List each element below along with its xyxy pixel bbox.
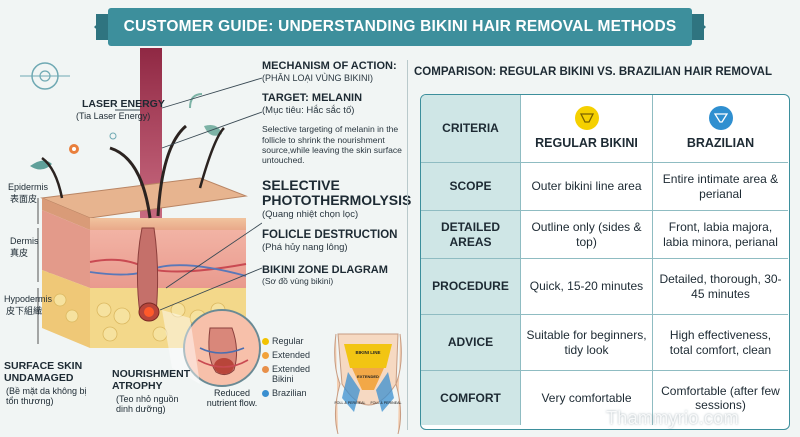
- legend-label: Regular: [272, 336, 304, 346]
- bikini-yellow-icon: [574, 106, 599, 130]
- epidermis-label: Epidermis: [8, 182, 49, 192]
- page-title: CUSTOMER GUIDE: UNDERSTANDING BIKINI HAI…: [94, 8, 706, 46]
- row-criteria: ADVICE: [421, 315, 521, 371]
- legend-dot-icon: [262, 390, 269, 398]
- row-regular-value: Outer bikini line area: [521, 163, 653, 211]
- row-brazilian-value: Entire intimate area & perianal: [653, 163, 788, 211]
- row-criteria: SCOPE: [421, 163, 521, 211]
- follicle-heading: FOLICLE DESTRUCTION: [262, 229, 398, 242]
- legend-dot-icon: [262, 365, 269, 373]
- zone-right-text: FOLL & PERINEAL: [370, 401, 401, 405]
- section-divider: [407, 60, 408, 430]
- nourishment-label: NOURISHMENT ATROPHY: [112, 368, 191, 393]
- row-regular-value: Outline only (sides & top): [521, 211, 653, 259]
- selective-heading: SELECTIVE PHOTOTHERMOLYSIS: [262, 177, 412, 209]
- zone-extended-text: EXTENDED: [357, 374, 379, 379]
- row-criteria: PROCEDURE: [421, 259, 521, 315]
- regular-header-label: REGULAR BIKINI: [535, 136, 638, 150]
- surface-skin-label: SURFACE SKIN UNDAMAGED: [4, 360, 83, 385]
- legend-item: Extended: [262, 350, 338, 361]
- zone-bikini-line-text: BIKINI LINE: [355, 350, 380, 355]
- zone-extended: [352, 368, 384, 390]
- table-header-criteria: CRITERIA: [421, 95, 521, 163]
- zone-brazilian-left: [342, 372, 360, 412]
- bikini-zone-diagram: BIKINI LINE EXTENDED FOLL & PERINEAL FOL…: [262, 328, 407, 435]
- legend-dot-icon: [262, 351, 269, 359]
- row-brazilian-value: Front, labia majora, labia minora, peria…: [653, 211, 788, 259]
- row-brazilian-value: High effectiveness, total comfort, clean: [653, 315, 788, 371]
- mechanism-heading: MECHANISM OF ACTION:: [262, 60, 397, 72]
- skin-illustration: LASER ENERGY (Tia Laser Energy) Epidermi…: [0, 48, 263, 437]
- row-regular-value: Quick, 15-20 minutes: [521, 259, 653, 315]
- laser-energy-label: LASER ENERGY: [82, 98, 165, 110]
- diagram-heading: BIKINI ZONE DLAGRAM: [262, 263, 388, 276]
- selective-subheading: (Quang nhiệt chọn lọc): [262, 208, 359, 220]
- row-regular-value: Very comfortable: [521, 371, 653, 425]
- comparison-title: COMPARISON: REGULAR BIKINI VS. BRAZILIAN…: [414, 66, 772, 78]
- epidermis-cn-label: 表面皮: [10, 194, 38, 204]
- legend-label: Extended Bikini: [272, 363, 311, 385]
- target-subheading: (Mục tiêu: Hắc sắc tố): [262, 105, 355, 117]
- reduced-flow-label: Reduced nutrient flow.: [206, 388, 258, 409]
- hypodermis-label: Hypodermis: [4, 294, 53, 304]
- table-header-brazilian: BRAZILIAN: [653, 95, 788, 163]
- row-criteria: COMFORT: [421, 371, 521, 425]
- legend-item: Regular: [262, 336, 338, 347]
- dermis-cn-label: 真皮: [10, 248, 29, 258]
- nourishment-sublabel: (Teo nhỏ nguồn dinh dưỡng): [116, 394, 179, 415]
- diagram-subheading: (Sơ đồ vùng bikini): [262, 276, 334, 287]
- dermis-label: Dermis: [10, 236, 39, 246]
- zone-left-text: FOLL & PERINEAL: [334, 401, 365, 405]
- legend-item: Brazilian: [262, 388, 338, 399]
- legend-dot-icon: [262, 337, 269, 345]
- brazilian-header-label: BRAZILIAN: [686, 136, 755, 150]
- skin-cross-section-svg: [20, 48, 263, 387]
- row-brazilian-value: Detailed, thorough, 30-45 minutes: [653, 259, 788, 315]
- mechanism-description: Selective targeting of melanin in the fo…: [262, 124, 402, 165]
- row-regular-value: Suitable for beginners, tidy look: [521, 315, 653, 371]
- bikini-zone-svg: BIKINI LINE EXTENDED FOLL & PERINEAL FOL…: [334, 333, 402, 435]
- row-criteria: DETAILED AREAS: [421, 211, 521, 259]
- row-brazilian-value: Comfortable (after few sessions): [661, 383, 780, 412]
- legend-label: Brazilian: [272, 388, 307, 399]
- zone-regular: [344, 344, 392, 368]
- comparison-table: CRITERIA REGULAR BIKINI BRAZILIAN SCOPE …: [420, 94, 790, 430]
- watermark: Thammyrio.com: [606, 408, 739, 428]
- hypodermis-cn-label: 皮下組織: [6, 306, 43, 316]
- bikini-blue-icon: [708, 106, 733, 130]
- legend-item: Extended Bikini: [262, 364, 338, 386]
- mechanism-column: MECHANISM OF ACTION: (PHÂN LOẠI VÙNG BIK…: [262, 60, 412, 287]
- mechanism-subheading: (PHÂN LOẠI VÙNG BIKINI): [262, 72, 374, 83]
- laser-energy-sublabel: (Tia Laser Energy): [76, 111, 151, 121]
- follicle-subheading: (Phá hủy nang lông): [262, 242, 348, 254]
- zone-legend: Regular Extended Extended Bikini Brazili…: [262, 336, 338, 399]
- target-heading: TARGET: MELANIN: [262, 92, 363, 105]
- surface-skin-sublabel: (Bề mặt da không bị tổn thương): [6, 386, 87, 407]
- table-header-regular: REGULAR BIKINI: [521, 95, 653, 163]
- legend-label: Extended: [272, 349, 311, 360]
- zone-brazilian-right: [376, 372, 394, 412]
